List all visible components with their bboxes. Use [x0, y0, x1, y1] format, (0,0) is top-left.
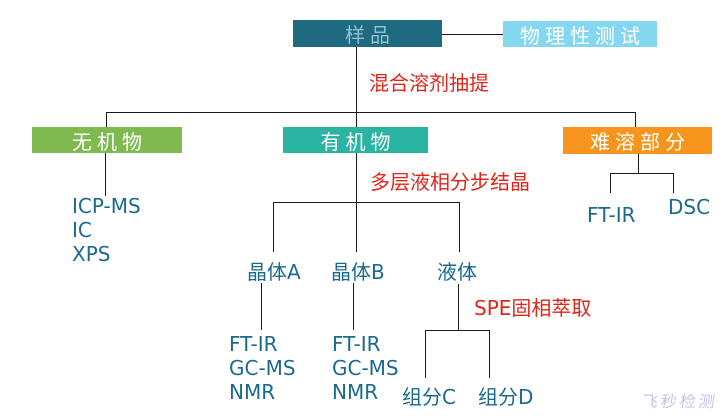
connector-crystal-a-methods — [261, 283, 262, 330]
connector-split-level3 — [425, 330, 490, 331]
connector-sample-down — [356, 47, 357, 127]
connector-insoluble-down — [638, 154, 639, 173]
connector-to-liquid — [459, 202, 460, 252]
inorganic-method-list: ICP-MS IC XPS — [72, 194, 141, 266]
physical-test-node: 物理性测试 — [503, 21, 657, 48]
watermark-text: 飞秒检测 — [640, 392, 720, 411]
method-ftir: FT-IR — [229, 332, 278, 356]
method-nmr: NMR — [229, 380, 276, 404]
method-ftir: FT-IR — [332, 332, 381, 356]
sample-node: 样品 — [293, 20, 442, 47]
connector-split-level1 — [106, 112, 636, 113]
connector-split-level2 — [273, 202, 459, 203]
connector-inorganic-methods — [105, 153, 106, 196]
crystal-a-method-list: FT-IR GC-MS NMR — [229, 332, 296, 404]
inorganic-node: 无机物 — [32, 127, 182, 154]
process-label-spe: SPE固相萃取 — [474, 296, 592, 320]
connector-to-ftir — [610, 173, 611, 193]
fraction-d-node: 组分D — [478, 385, 534, 409]
connector-sample-physical — [442, 34, 503, 35]
method-gc-ms: GC-MS — [229, 356, 296, 380]
fraction-c-node: 组分C — [402, 385, 456, 409]
method-gc-ms: GC-MS — [332, 356, 399, 380]
insoluble-node: 难溶部分 — [563, 127, 712, 154]
connector-liquid-down — [458, 284, 459, 330]
method-ftir-insoluble: FT-IR — [587, 203, 636, 227]
connector-split-level4 — [610, 173, 674, 174]
method-dsc-insoluble: DSC — [668, 195, 711, 219]
connector-to-inorganic — [106, 112, 107, 127]
connector-to-crystal-b — [356, 202, 357, 252]
connector-organic-down — [356, 153, 357, 203]
crystal-b-method-list: FT-IR GC-MS NMR — [332, 332, 399, 404]
connector-to-dsc — [673, 173, 674, 193]
process-label-crystallization: 多层液相分步结晶 — [370, 170, 530, 194]
connector-to-crystal-a — [273, 202, 274, 252]
connector-to-fraction-c — [425, 330, 426, 378]
method-ic: IC — [72, 218, 92, 242]
method-xps: XPS — [72, 242, 111, 266]
method-icp-ms: ICP-MS — [72, 194, 141, 218]
liquid-node: 液体 — [437, 260, 477, 284]
connector-to-fraction-d — [489, 330, 490, 378]
connector-to-insoluble — [635, 112, 636, 127]
method-nmr: NMR — [332, 380, 379, 404]
crystal-b-node: 晶体B — [331, 260, 385, 284]
organic-node: 有机物 — [283, 127, 428, 154]
connector-crystal-b-methods — [353, 283, 354, 330]
crystal-a-node: 晶体A — [247, 260, 301, 284]
process-label-extraction: 混合溶剂抽提 — [369, 71, 489, 95]
